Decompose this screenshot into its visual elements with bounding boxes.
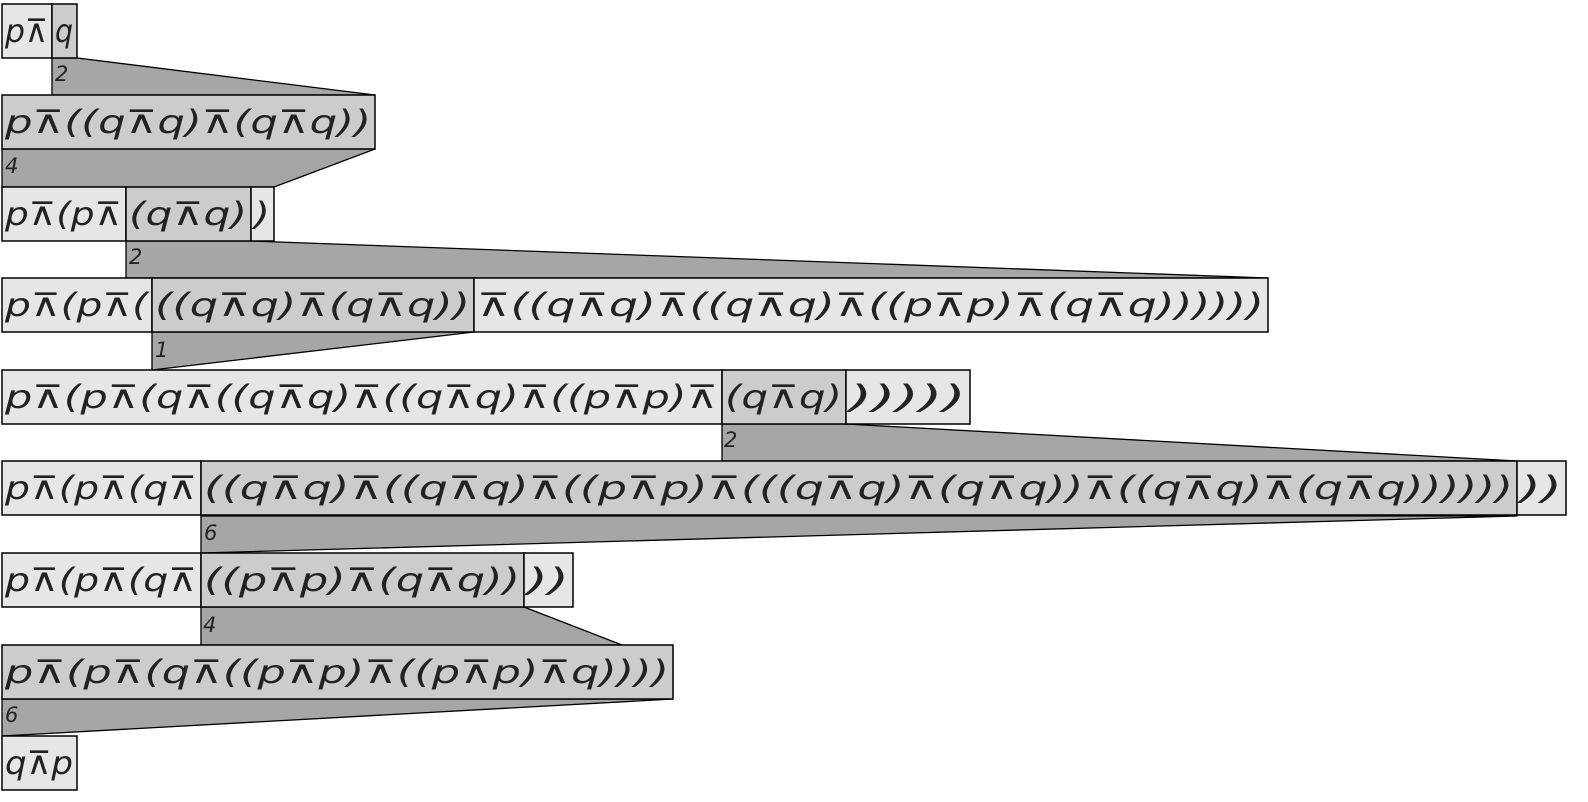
focus-segment	[151, 277, 475, 333]
context-segment	[845, 369, 971, 425]
step-count-label: 4	[203, 613, 216, 637]
segment-text: ((p⊼p)⊼(q⊼q))	[204, 561, 520, 599]
rewrite-band	[1, 698, 674, 737]
segment-text: p⊼((q⊼q)⊼(q⊼q))	[4, 103, 371, 141]
expression-row: p⊼q	[1, 3, 78, 59]
segment-text: )	[251, 195, 270, 233]
segment-text: ))	[1517, 469, 1562, 507]
focus-segment	[1, 644, 674, 700]
segment-text: p⊼(p⊼(	[4, 286, 150, 324]
expression-row: p⊼(p⊼(q⊼q))	[1, 186, 275, 242]
rewrite-band	[200, 515, 1518, 554]
segment-text: q	[55, 12, 73, 50]
rewrite-band	[721, 423, 1518, 462]
segment-text: p⊼(p⊼(q⊼	[4, 561, 197, 599]
segment-text: ((q⊼q)⊼(q⊼q))	[155, 286, 470, 324]
rewrite-band	[125, 240, 1269, 279]
rewrite-band	[51, 57, 376, 96]
focus-segment	[200, 460, 1518, 516]
segment-text: p⊼(p⊼	[4, 195, 122, 233]
step-count-label: 2	[55, 62, 68, 86]
expression-row: p⊼(p⊼(q⊼((p⊼p)⊼(q⊼q))))	[1, 552, 574, 608]
segment-text: p⊼(p⊼(q⊼((p⊼p)⊼((p⊼p)⊼q))))	[4, 653, 669, 691]
expression-rows: p⊼qp⊼((q⊼q)⊼(q⊼q))p⊼(p⊼(q⊼q))p⊼(p⊼(((q⊼q…	[1, 3, 1567, 791]
context-segment	[250, 186, 275, 242]
segment-text: ((q⊼q)⊼((q⊼q)⊼((p⊼p)⊼(((q⊼q)⊼(q⊼q))⊼((q⊼…	[204, 469, 1513, 507]
focus-segment	[1, 94, 376, 150]
segment-text: ))	[524, 561, 569, 599]
expression-row: p⊼((q⊼q)⊼(q⊼q))	[1, 94, 376, 150]
segment-text: ⊼((q⊼q)⊼((q⊼q)⊼((p⊼p)⊼(q⊼q))))))	[477, 286, 1264, 324]
segment-text: (q⊼q)	[129, 195, 247, 233]
context-segment	[473, 277, 1269, 333]
step-count-label: 6	[204, 521, 217, 545]
step-count-label: 2	[129, 245, 142, 269]
expression-row: p⊼(p⊼(q⊼((q⊼q)⊼((q⊼q)⊼((p⊼p)⊼(((q⊼q)⊼(q⊼…	[1, 460, 1567, 516]
rewrite-band	[1, 148, 376, 188]
rewrite-band	[151, 331, 475, 371]
step-count-label: 6	[5, 703, 18, 727]
segment-text: p⊼(p⊼(q⊼	[4, 469, 197, 507]
segment-text: q⊼p	[5, 744, 73, 782]
segment-text: p⊼	[4, 12, 48, 50]
segment-text: (q⊼q)	[725, 378, 842, 416]
expression-row: q⊼p	[1, 735, 78, 791]
step-labels: 2 4 2 1 2 6 4 6	[5, 62, 737, 727]
step-count-label: 4	[5, 154, 18, 178]
context-segment	[1, 460, 202, 516]
context-segment	[1, 186, 127, 242]
focus-segment	[200, 552, 525, 608]
context-segment	[1516, 460, 1567, 516]
expression-row: p⊼(p⊼(((q⊼q)⊼(q⊼q))⊼((q⊼q)⊼((q⊼q)⊼((p⊼p)…	[1, 277, 1269, 333]
segment-text: p⊼(p⊼(q⊼((q⊼q)⊼((q⊼q)⊼((p⊼p)⊼	[4, 378, 718, 416]
step-count-label: 1	[155, 338, 168, 362]
focus-segment	[51, 3, 78, 59]
step-count-label: 2	[724, 428, 737, 452]
context-segment	[523, 552, 574, 608]
context-segment	[1, 735, 78, 791]
context-segment	[1, 369, 723, 425]
expression-row: p⊼(p⊼(q⊼((p⊼p)⊼((p⊼p)⊼q))))	[1, 644, 674, 700]
segment-text: )))))	[845, 378, 966, 416]
rewrite-band	[200, 606, 623, 646]
context-segment	[1, 552, 202, 608]
expression-row: p⊼(p⊼(q⊼((q⊼q)⊼((q⊼q)⊼((p⊼p)⊼(q⊼q))))))	[1, 369, 971, 425]
focus-segment	[125, 186, 252, 242]
rewrite-bands	[1, 57, 1518, 737]
